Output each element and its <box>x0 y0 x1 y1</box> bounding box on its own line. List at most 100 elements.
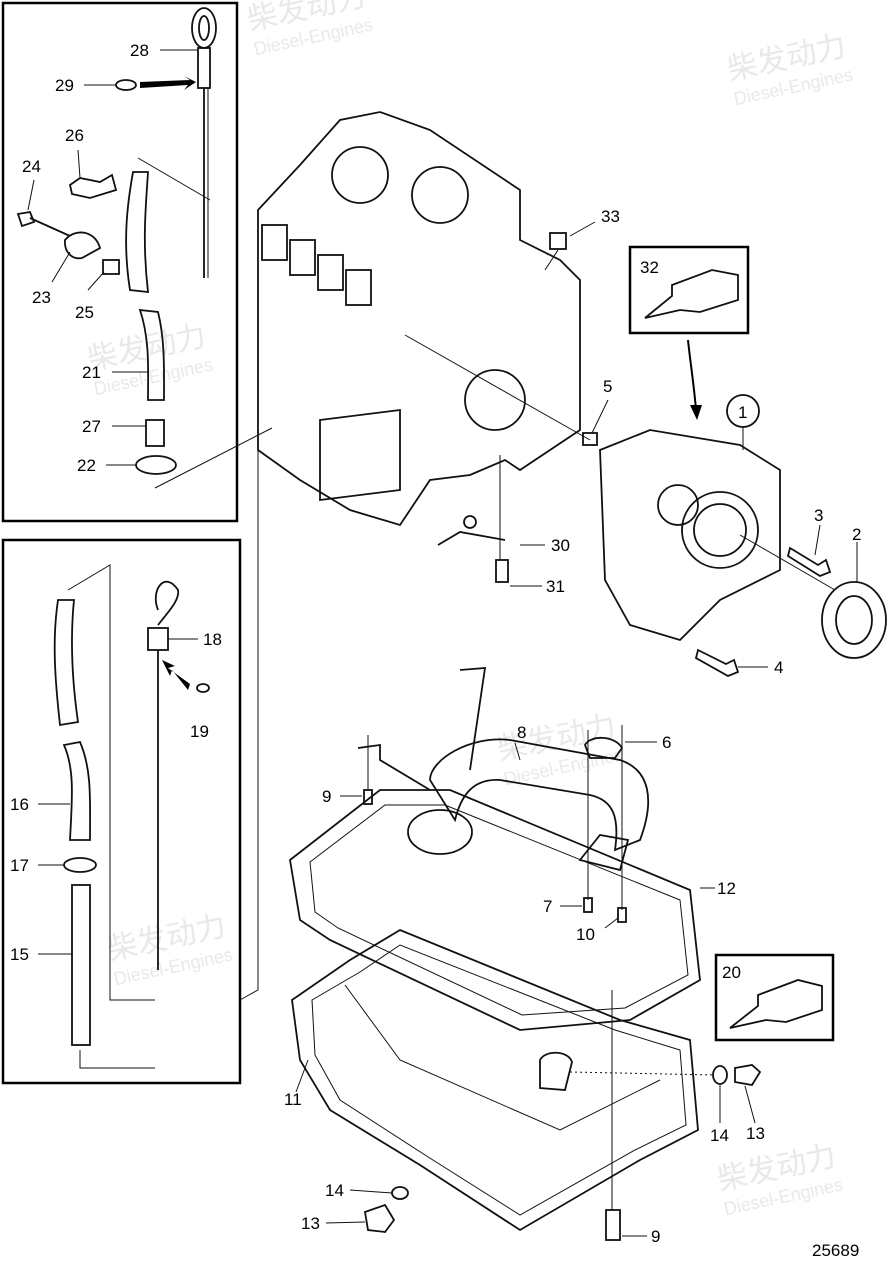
callout-4: 4 <box>774 658 783 677</box>
callout-30: 30 <box>551 536 570 555</box>
sleeve-27 <box>145 419 165 447</box>
watermark-layer: 柴发动力 Diesel-Engines 柴发动力 Diesel-Engines … <box>85 0 855 1219</box>
callout-28: 28 <box>130 41 149 60</box>
arrow-32-shaft <box>687 339 697 411</box>
clamp-17 <box>63 857 97 873</box>
drain-plug-13-right <box>734 1064 762 1086</box>
callout-27: 27 <box>82 417 101 436</box>
leader-b-tube <box>67 564 155 1001</box>
callout-22: 22 <box>77 456 96 475</box>
callout-26: 26 <box>65 126 84 145</box>
bolt-7 <box>583 897 593 913</box>
callout-10: 10 <box>576 925 595 944</box>
bolt-10 <box>617 907 627 923</box>
callout-8: 8 <box>517 723 526 742</box>
block-port-4 <box>345 269 372 306</box>
bolt-4 <box>694 648 740 677</box>
pipe-30-head <box>463 515 477 529</box>
cover-seal-bore-inner <box>693 503 747 557</box>
leader-33 <box>544 249 559 271</box>
callout-29: 29 <box>55 76 74 95</box>
engine-block <box>257 111 591 527</box>
callout-32: 32 <box>640 258 659 277</box>
leader-inset-a-to-block <box>154 427 273 489</box>
callout-17: 17 <box>10 856 29 875</box>
block-port-3 <box>317 254 344 291</box>
tube-21 <box>138 308 165 401</box>
callout-25: 25 <box>75 303 94 322</box>
block-port-1 <box>261 224 288 261</box>
oil-pan-gasket-inner <box>309 804 689 1016</box>
pickup-flange <box>578 834 630 872</box>
callout-2: 2 <box>852 525 861 544</box>
tube-15 <box>71 884 91 1046</box>
dipstick-neck <box>197 47 211 89</box>
washer-14-bottom <box>391 1186 409 1200</box>
callout-9-top: 9 <box>322 787 331 806</box>
inset-box-dipstick-b <box>1 538 242 1085</box>
callout-1: 1 <box>738 403 747 422</box>
cylinder-bore-2 <box>411 166 469 224</box>
o-ring-19 <box>196 683 210 693</box>
callout-12: 12 <box>717 879 736 898</box>
leader-block-to-cover <box>404 334 591 441</box>
callout-14-right: 14 <box>710 1126 729 1145</box>
callout-11: 11 <box>284 1090 302 1109</box>
callout-14-bottom: 14 <box>325 1181 344 1200</box>
oil-pickup-8 <box>429 738 650 852</box>
callout-13-bottom: 13 <box>301 1214 320 1233</box>
guide-tube-upper <box>125 171 150 294</box>
bracket-23 <box>64 231 102 260</box>
tube-upper-b <box>53 599 80 727</box>
callout-23: 23 <box>32 288 51 307</box>
callout-31: 31 <box>546 577 565 596</box>
seal-2 <box>821 581 887 659</box>
bolt-9-bottom <box>605 1209 621 1241</box>
arrow-19 <box>162 660 190 690</box>
seal-2-inner <box>835 595 873 645</box>
arrow-32-head <box>690 405 702 420</box>
bolt-3 <box>786 546 832 578</box>
oil-pan-flange <box>311 944 687 1216</box>
bolt-24 <box>16 210 71 237</box>
inset-box-dipstick-a <box>1 1 239 523</box>
callout-5: 5 <box>603 377 612 396</box>
cover-seal-bore <box>681 491 759 569</box>
callout-15: 15 <box>10 945 29 964</box>
oil-pan-11 <box>291 928 699 1232</box>
leader-b-bottom <box>79 1050 155 1069</box>
callout-13-right: 13 <box>746 1124 765 1143</box>
dipstick-a-group <box>16 7 217 475</box>
leader-2 <box>739 534 836 591</box>
cover-hub <box>657 484 699 526</box>
callout-16: 16 <box>10 795 29 814</box>
callout-6: 6 <box>662 733 671 752</box>
callout-3: 3 <box>814 506 823 525</box>
clip-26 <box>68 173 118 199</box>
callout-19: 19 <box>190 722 209 741</box>
bolt-9-top <box>363 789 373 805</box>
oil-pan-floor <box>344 984 661 1131</box>
plug-33 <box>549 232 567 250</box>
drawing-number: 25689 <box>812 1241 859 1260</box>
nut-25 <box>102 259 120 275</box>
pickup-strainer <box>407 809 473 855</box>
timing-cover-1 <box>599 429 781 642</box>
dipstick-b-group <box>53 564 210 1069</box>
callout-33: 33 <box>601 207 620 226</box>
block-rib <box>319 408 401 502</box>
block-outline <box>257 111 581 527</box>
pickup-bracket <box>459 667 487 771</box>
inset-box-sealant-20 <box>714 953 835 1042</box>
crank-opening <box>464 369 526 431</box>
sealant-tube-32 <box>644 269 739 319</box>
clamp-22 <box>135 455 177 475</box>
inset-box-sealant-32 <box>628 245 750 335</box>
bolt-31 <box>495 559 509 583</box>
callout-20: 20 <box>722 963 741 982</box>
oil-pan-boss <box>539 1051 573 1091</box>
callout-leaders <box>27 49 858 1237</box>
dipstick-cap-18 <box>147 627 169 651</box>
tube-16 <box>62 740 92 841</box>
